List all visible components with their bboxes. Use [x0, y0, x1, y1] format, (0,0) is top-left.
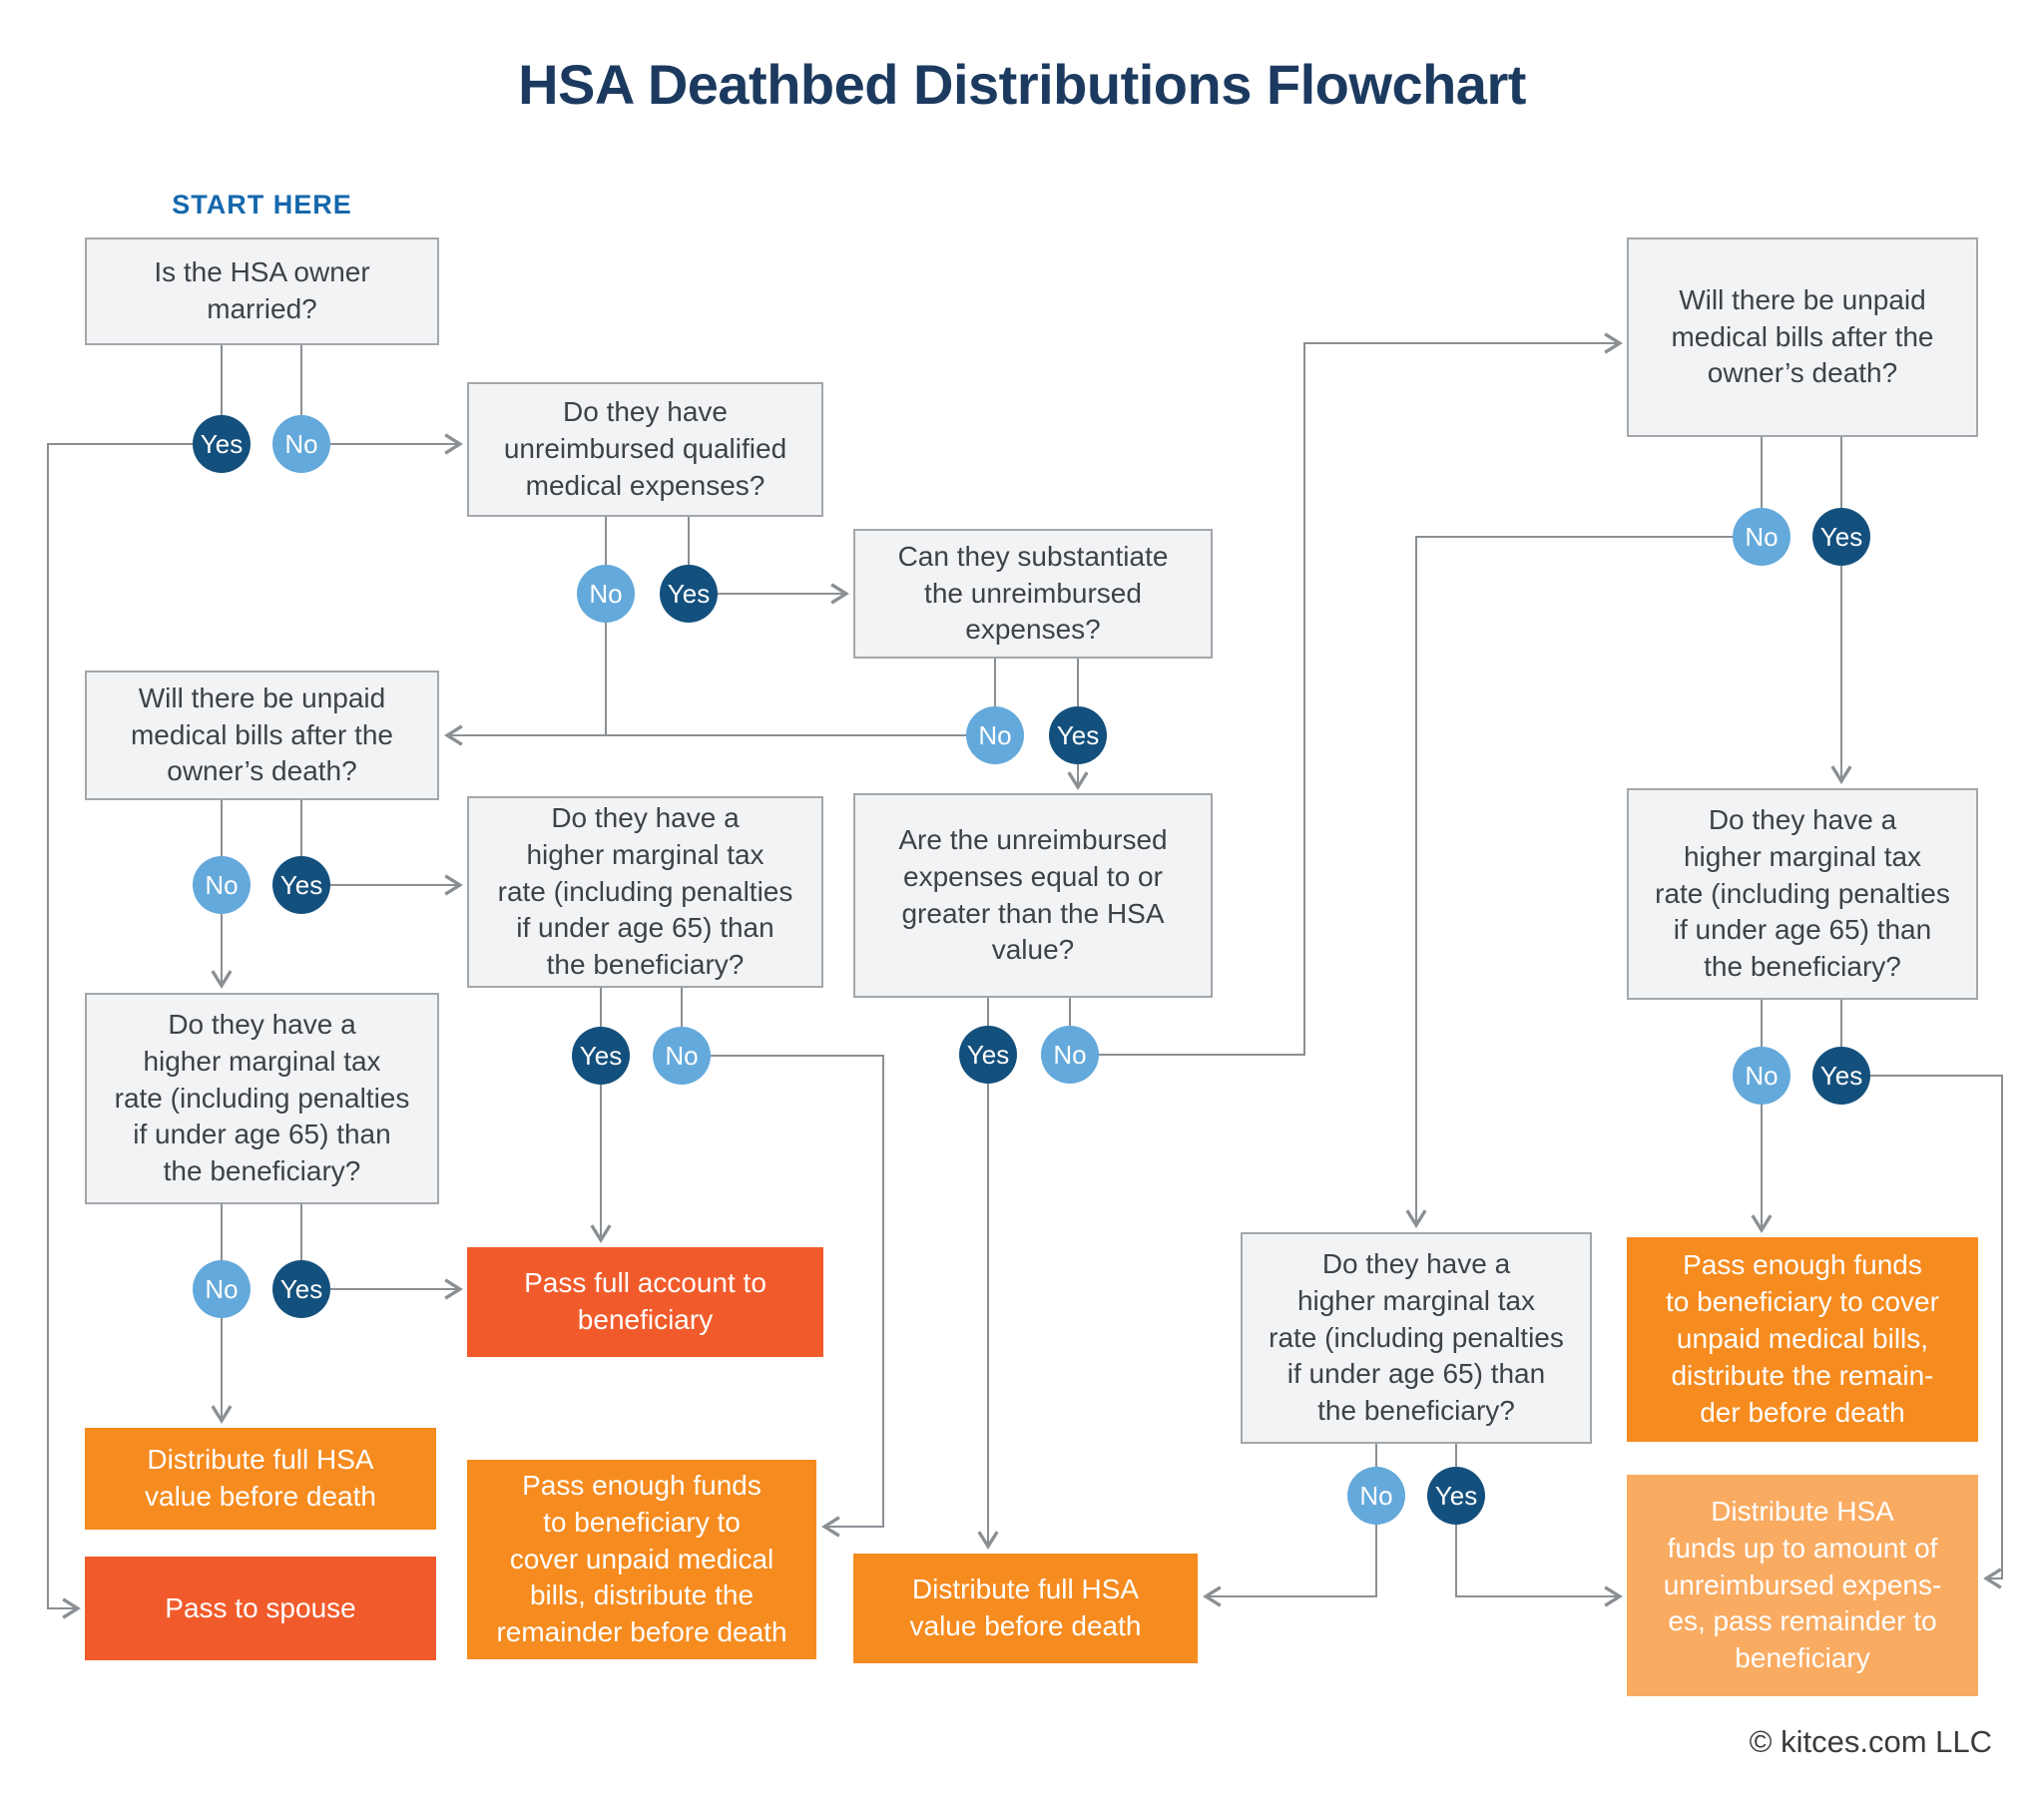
- edge-higher-right-yes-to-distribute-upto: [1870, 1075, 2003, 1589]
- edge-unpaid-right-no-to-higher-center: [1405, 536, 1733, 1228]
- page-title: HSA Deathbed Distributions Flowchart: [518, 53, 1526, 116]
- circle-higher-left-yes: Yes: [272, 1260, 330, 1318]
- decision-can-substantiate-expenses: Can they substantiate the unreimbursed e…: [853, 529, 1213, 659]
- decision-expenses-vs-hsa-value: Are the unreimbursed expenses equal to o…: [853, 793, 1213, 998]
- action-distribute-full-hsa-mid: Distribute full HSA value before death: [853, 1554, 1198, 1663]
- circle-married-no: No: [272, 415, 330, 473]
- decision-unpaid-medical-bills-right: Will there be unpaid medical bills after…: [1627, 237, 1978, 437]
- circle-higher-left-no: No: [193, 1260, 251, 1318]
- circle-higher-center-yes: Yes: [1427, 1467, 1485, 1525]
- circle-unpaid-left-yes: Yes: [272, 856, 330, 914]
- circle-higher-mid-yes: Yes: [572, 1027, 630, 1085]
- start-here-label: START HERE: [172, 190, 352, 220]
- decision-higher-marginal-rate-center: Do they have a higher marginal tax rate …: [1241, 1232, 1592, 1444]
- circle-married-yes: Yes: [193, 415, 251, 473]
- decision-higher-marginal-rate-mid: Do they have a higher marginal tax rate …: [467, 796, 823, 988]
- decision-unpaid-medical-bills-left: Will there be unpaid medical bills after…: [85, 671, 439, 800]
- circle-unpaid-right-yes: Yes: [1812, 508, 1870, 566]
- circle-substantiate-no: No: [966, 706, 1024, 764]
- decision-higher-marginal-rate-right: Do they have a higher marginal tax rate …: [1627, 788, 1978, 1000]
- action-pass-to-spouse: Pass to spouse: [85, 1557, 436, 1660]
- circle-expenses-value-yes: Yes: [959, 1026, 1017, 1084]
- circle-substantiate-yes: Yes: [1049, 706, 1107, 764]
- action-distribute-full-hsa-left: Distribute full HSA value before death: [85, 1428, 436, 1530]
- action-distribute-hsa-up-to-right: Distribute HSA funds up to amount of unr…: [1627, 1475, 1978, 1696]
- decision-is-hsa-owner-married: Is the HSA owner married?: [85, 237, 439, 345]
- circle-higher-right-no: No: [1733, 1047, 1790, 1105]
- edge-expenses-value-no-to-unpaid-right: [1099, 332, 1623, 1056]
- circle-unreimbursed-yes: Yes: [660, 565, 718, 623]
- decision-unreimbursed-qualified-expenses: Do they have unreimbursed qualified medi…: [467, 382, 823, 517]
- action-pass-enough-funds-mid: Pass enough funds to beneficiary to cove…: [467, 1460, 816, 1659]
- decision-higher-marginal-rate-left: Do they have a higher marginal tax rate …: [85, 993, 439, 1204]
- edge-higher-center-no-to-distribute-mid: [1203, 1525, 1377, 1607]
- circle-higher-center-no: No: [1347, 1467, 1405, 1525]
- circle-unpaid-left-no: No: [193, 856, 251, 914]
- circle-higher-right-yes: Yes: [1812, 1047, 1870, 1105]
- action-pass-enough-funds-right: Pass enough funds to beneficiary to cove…: [1627, 1237, 1978, 1442]
- circle-unpaid-right-no: No: [1733, 508, 1790, 566]
- copyright-notice: © kitces.com LLC: [1749, 1724, 1992, 1759]
- edge-higher-mid-no-to-pass-enough-mid: [711, 1055, 884, 1538]
- circle-unreimbursed-no: No: [577, 565, 635, 623]
- action-pass-full-account: Pass full account to beneficiary: [467, 1247, 823, 1357]
- edge-higher-center-yes-to-distribute-upto: [1455, 1525, 1623, 1607]
- circle-higher-mid-no: No: [653, 1027, 711, 1085]
- edge-married-yes-to-spouse: [47, 443, 193, 1619]
- circle-expenses-value-no: No: [1041, 1026, 1099, 1084]
